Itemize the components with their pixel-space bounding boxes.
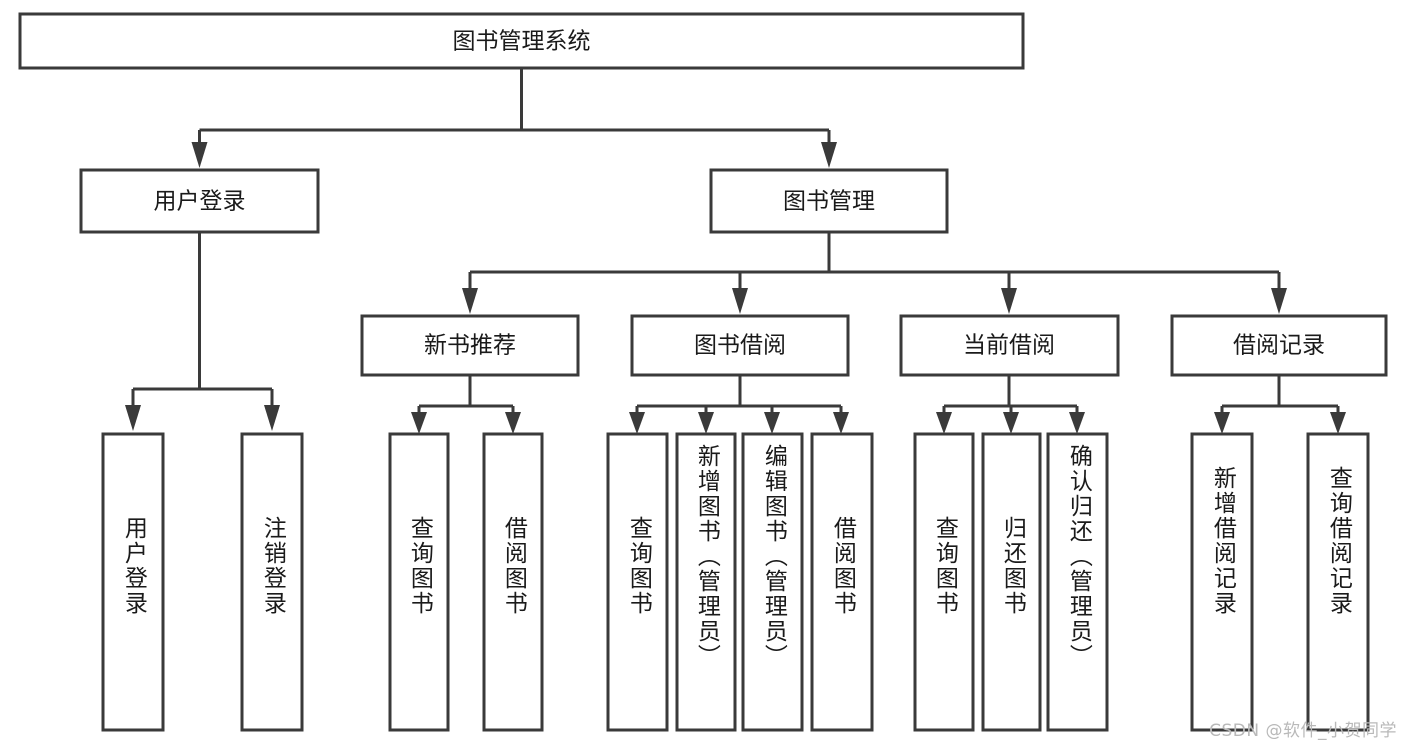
node-user-login-box[interactable] [79,168,320,234]
arrowhead-leaf-br-2 [698,412,714,434]
leaf-box-query-books-3[interactable] [913,432,975,732]
arrowhead-leaf-userlogin [125,405,141,431]
node-root-label: 图书管理系统 [453,29,591,55]
leaf-box-add-record[interactable] [1190,432,1254,732]
edges-newbook-to-leaves [411,375,521,434]
node-user-login[interactable]: 用户登录 [79,168,320,234]
watermark-text: CSDN @软件_小贺同学 [1209,721,1397,741]
arrowhead-leaf-br-3 [764,412,780,434]
arrowhead-borrow [732,288,748,314]
edges-borrow-to-leaves [629,375,849,434]
leaf-box-query-books-1[interactable] [388,432,450,732]
node-current-borrow-box[interactable] [899,314,1120,377]
edges-user-login-to-leaves [125,232,280,431]
node-borrow-records-label: 借阅记录 [1233,333,1325,359]
leaf-box-query-record[interactable] [1306,432,1370,732]
node-new-book-recommend-box[interactable] [360,314,580,377]
edges-records-to-leaves [1214,375,1346,434]
arrowhead-leaf-cu-2 [1003,412,1019,434]
node-book-management-label: 图书管理 [783,189,875,215]
edges-book-mgmt-to-level3 [462,232,1287,314]
arrowhead-user-login [191,142,208,168]
node-book-borrow[interactable]: 图书借阅 [630,314,850,377]
arrowhead-leaf-logout [264,405,280,431]
node-borrow-records-box[interactable] [1170,314,1388,377]
arrowhead-leaf-cu-3 [1069,412,1085,434]
arrowhead-newbook [462,288,478,314]
node-current-borrow[interactable]: 当前借阅 [899,314,1120,377]
edges-root-to-level2 [191,68,837,168]
arrowhead-leaf-cu-1 [936,412,952,434]
arrowhead-leaf-nb-2 [505,412,521,434]
arrowhead-leaf-br-1 [629,412,645,434]
arrowhead-book-mgmt [821,142,837,168]
node-borrow-records[interactable]: 借阅记录 [1170,314,1388,377]
node-book-borrow-label: 图书借阅 [694,333,786,359]
node-new-book-recommend[interactable]: 新书推荐 [360,314,580,377]
node-book-management-box[interactable] [709,168,949,234]
arrowhead-records [1271,288,1287,314]
leaf-box-confirm-return-admin[interactable] [1046,432,1109,732]
leaf-box-edit-book-admin[interactable] [741,432,804,732]
node-new-book-recommend-label: 新书推荐 [424,333,516,359]
node-book-borrow-box[interactable] [630,314,850,377]
node-current-borrow-label: 当前借阅 [963,333,1055,359]
leaf-box-user-login[interactable] [101,432,165,732]
leaf-box-query-books-2[interactable] [606,432,669,732]
leaf-nodes [101,432,1370,732]
edges-current-to-leaves [936,375,1085,434]
leaf-box-return-books[interactable] [981,432,1042,732]
node-user-login-label: 用户登录 [154,189,246,215]
leaf-box-logout[interactable] [240,432,304,732]
node-root-box[interactable] [18,12,1025,70]
node-root[interactable]: 图书管理系统 [18,12,1025,70]
node-book-management[interactable]: 图书管理 [709,168,949,234]
arrowhead-leaf-nb-1 [411,412,427,434]
leaf-box-borrow-books-2[interactable] [810,432,874,732]
arrowhead-leaf-rc-2 [1330,412,1346,434]
arrowhead-leaf-br-4 [833,412,849,434]
arrowhead-leaf-rc-1 [1214,412,1230,434]
leaf-box-add-book-admin[interactable] [675,432,737,732]
leaf-box-borrow-books-1[interactable] [482,432,544,732]
arrowhead-current [1001,288,1017,314]
